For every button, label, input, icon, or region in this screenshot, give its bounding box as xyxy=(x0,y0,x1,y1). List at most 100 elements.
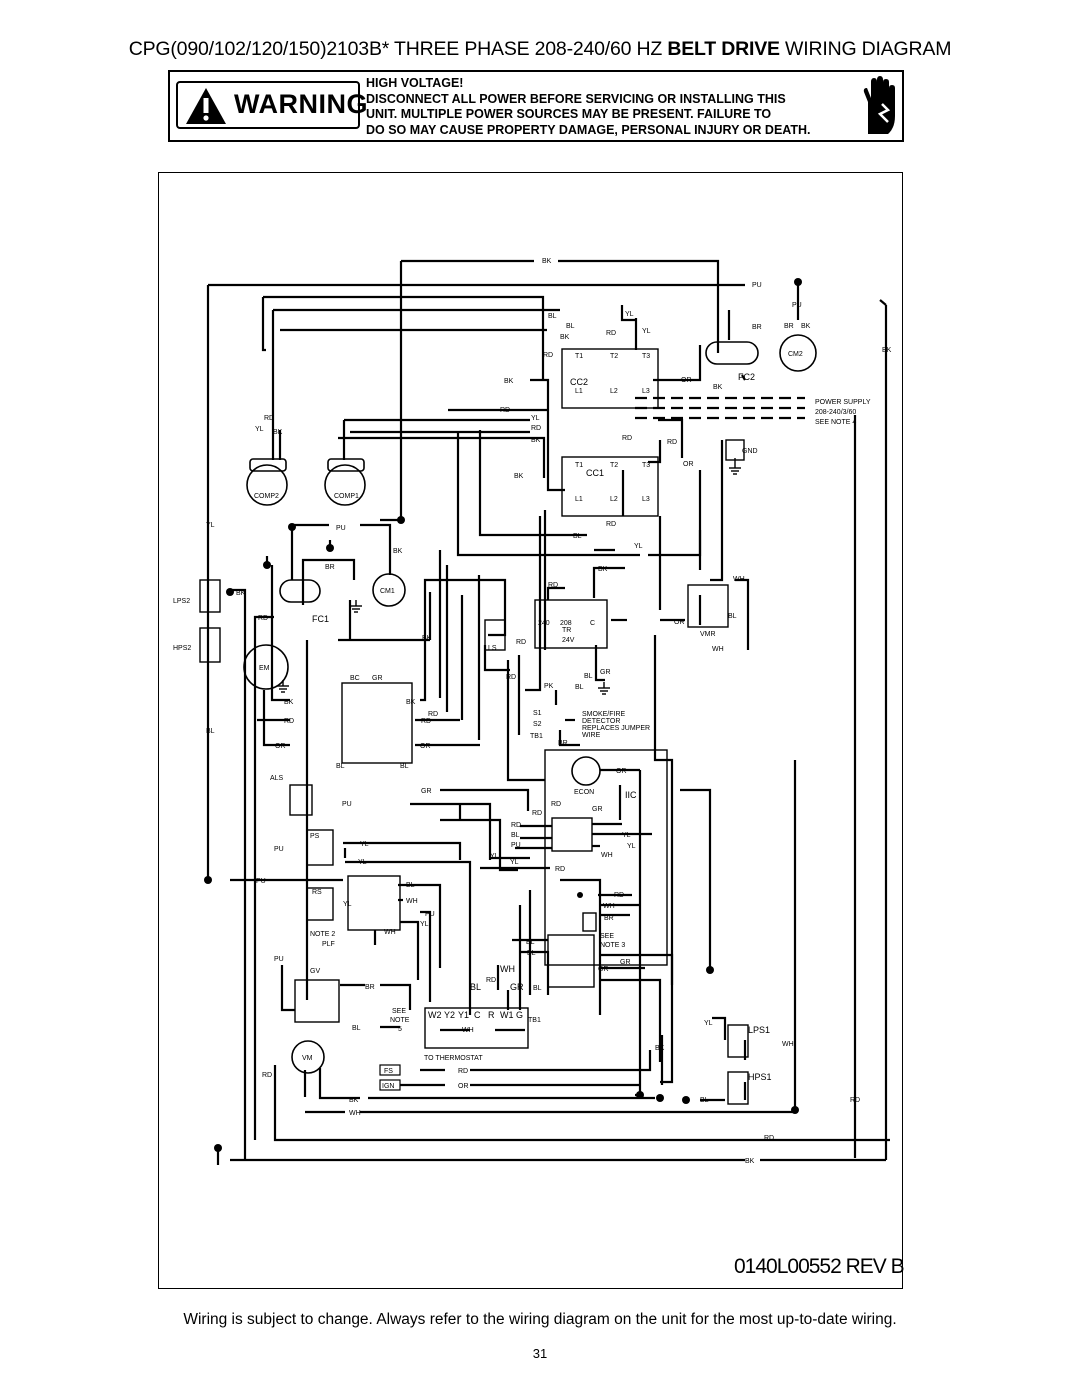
wire-tag: BK xyxy=(598,566,608,573)
term-y1: Y1 xyxy=(458,1010,469,1020)
em-label: EM xyxy=(259,665,270,672)
page-number: 31 xyxy=(532,1346,548,1361)
wire-tag: BR xyxy=(752,324,762,331)
see3-label: SEE xyxy=(600,933,614,940)
plf-label: PLF xyxy=(322,941,335,948)
wire-tag: RD xyxy=(511,822,521,829)
see-label: SEE xyxy=(392,1008,406,1015)
hps1-label: HPS1 xyxy=(748,1072,772,1082)
wire-tag: RD xyxy=(500,407,510,414)
gv-label: GV xyxy=(310,968,320,975)
wire-tag: BK xyxy=(349,1097,359,1104)
tb1-label: TB1 xyxy=(530,733,543,740)
wire-tag: WH xyxy=(782,1041,794,1048)
footer-note: Wiring is subject to change. Always refe… xyxy=(183,1311,897,1328)
iic-label: IIC xyxy=(625,790,637,800)
wire-tag: BK xyxy=(882,347,892,354)
wire-tag: YL xyxy=(490,853,499,860)
wire-tag: YL xyxy=(360,841,369,848)
wire-tag: RD xyxy=(667,439,677,446)
cm1-symbol xyxy=(372,573,406,607)
term-g: G xyxy=(516,1010,523,1020)
wire-tag: BR xyxy=(784,323,794,330)
smoke-line-1: SMOKE/FIRE xyxy=(582,711,626,718)
wire-tag: RD xyxy=(284,718,294,725)
cc1-l2: L2 xyxy=(610,496,618,503)
rs-label: RS xyxy=(312,889,322,896)
wire-tag: YL xyxy=(420,921,429,928)
page-title: CPG(090/102/120/150)2103B* THREE PHASE 2… xyxy=(0,38,1080,61)
warning-line-1: HIGH VOLTAGE! xyxy=(366,76,464,90)
cc1-l3: L3 xyxy=(642,496,650,503)
wire-tag: BR xyxy=(604,915,614,922)
wire-tag: BK xyxy=(531,437,541,444)
wire-tag: PU xyxy=(342,801,352,808)
vmr-label: VMR xyxy=(700,631,716,638)
smoke-line-3: REPLACES JUMPER xyxy=(582,725,650,732)
cm2-label: CM2 xyxy=(788,351,803,358)
wire-tag: RD xyxy=(264,415,274,422)
wire-tag: YL xyxy=(510,859,519,866)
wire-tag: WH xyxy=(601,852,613,859)
power-supply-line-1: POWER SUPPLY xyxy=(815,399,871,406)
econ-symbol xyxy=(571,756,601,786)
tr-label: TR xyxy=(562,627,571,634)
wire-tag: BK xyxy=(514,473,524,480)
wire-tag: OR xyxy=(683,461,694,468)
junction-dots xyxy=(204,278,802,1152)
als-label: ALS xyxy=(270,775,284,782)
comp2-label: COMP2 xyxy=(254,493,279,500)
ign-label: IGN xyxy=(382,1083,394,1090)
wire-tag: RD xyxy=(548,582,558,589)
wire-tag: BK xyxy=(801,323,811,330)
wire-tag: BL xyxy=(336,763,345,770)
wire-tag: YL xyxy=(622,832,631,839)
wire-tag: YL xyxy=(634,543,643,550)
warning-label: WARNING xyxy=(234,89,368,119)
wire-tag: YL xyxy=(625,311,634,318)
wire-tag: OR xyxy=(275,743,286,750)
wire-tag: YL xyxy=(627,843,636,850)
term-w1: W1 xyxy=(500,1010,514,1020)
diagram-labels: CC2 CC1 TR FC1 FC2 CM1 CM2 COMP1 COMP2 E… xyxy=(173,258,892,1165)
cc1-t3: T3 xyxy=(642,462,650,469)
wire-tag: BL xyxy=(700,1097,709,1104)
wire-tag: BK xyxy=(560,334,570,341)
title-prefix: CPG(090/102/120/150)2103B* THREE PHASE 2… xyxy=(128,38,668,60)
wire-tag: BL xyxy=(526,939,535,946)
smoke-line-2: DETECTOR xyxy=(582,718,620,725)
wire-tag: BL xyxy=(470,982,481,992)
warning-badge: WARNING xyxy=(176,81,368,129)
wire-tag: RD xyxy=(532,810,542,817)
wire-tag: PU xyxy=(752,282,762,289)
wire-tag: RD xyxy=(486,977,496,984)
wire-tag: RD xyxy=(543,352,553,359)
wire-tag: OR xyxy=(420,743,431,750)
term-w2: W2 xyxy=(428,1010,442,1020)
comp1-symbol xyxy=(324,464,366,506)
s1-label: S1 xyxy=(533,710,542,717)
cc2-l1: L1 xyxy=(575,388,583,395)
wire-tag: PU xyxy=(511,842,521,849)
wire-tag: GR xyxy=(620,959,631,966)
wire-tag: BK xyxy=(542,258,552,265)
smoke-line-4: WIRE xyxy=(582,732,601,739)
wire-tag: PK xyxy=(544,683,554,690)
lps1-label: LPS1 xyxy=(748,1025,770,1035)
wire-tag: RD xyxy=(606,521,616,528)
bc-label: BC xyxy=(350,675,360,682)
wire-tag: YL xyxy=(704,1020,713,1027)
wire-tag: RD xyxy=(850,1097,860,1104)
tb1-thermostat-label: TB1 xyxy=(528,1017,541,1024)
wire-tag: OR xyxy=(681,377,692,384)
tap-24v: 24V xyxy=(562,637,575,644)
wire-tag: WH xyxy=(500,964,515,974)
wire-tag: RD xyxy=(258,615,268,622)
wire-tag: RD xyxy=(555,866,565,873)
wire-tag: WH xyxy=(603,903,615,910)
wire-tag: YL xyxy=(255,426,264,433)
wire-tag: GR xyxy=(600,669,611,676)
note-label: NOTE xyxy=(390,1017,410,1024)
wire-tag: BK xyxy=(284,699,294,706)
